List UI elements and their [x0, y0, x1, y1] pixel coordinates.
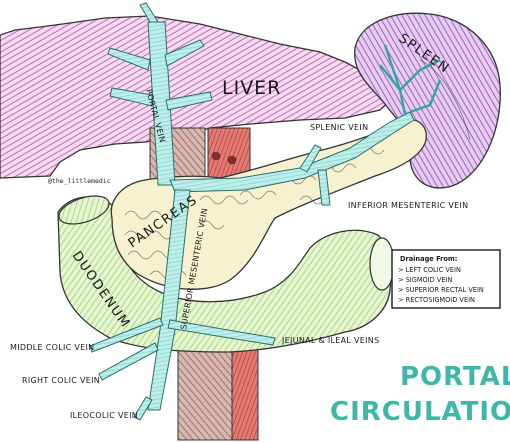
drainage-item: > SIGMOID VEIN — [398, 276, 452, 284]
smv-vein — [147, 189, 191, 411]
spleen-shape — [354, 12, 501, 189]
drainage-item: > RECTOSIGMOID VEIN — [398, 296, 475, 304]
title-line-2: CIRCULATION — [330, 397, 510, 427]
drainage-item: > SUPERIOR RECTAL VEIN — [398, 286, 484, 294]
drainage-heading: Drainage From: — [400, 255, 457, 263]
drainage-box: Drainage From: > LEFT COLIC VEIN > SIGMO… — [391, 249, 501, 309]
jejunum-opening — [369, 237, 395, 291]
ileocolic-label: ILEOCOLIC VEIN — [70, 411, 138, 420]
vein-system — [89, 2, 442, 421]
right-colic-label: RIGHT COLIC VEIN — [22, 376, 100, 385]
ivc-lower — [177, 344, 234, 441]
drainage-item: > LEFT COLIC VEIN — [398, 266, 461, 274]
title-line-1: PORTAL — [400, 362, 510, 392]
imv-vein — [317, 169, 331, 206]
imv-label: INFERIOR MESENTERIC VEIN — [348, 201, 468, 210]
duodenum-opening — [58, 195, 110, 225]
liver-label: LIVER — [222, 77, 281, 99]
credit-label: @the_littlemedic — [48, 177, 111, 185]
jejunal-label: JEJUNAL & ILEAL VEINS — [281, 336, 379, 345]
splenic-vein-label: SPLENIC VEIN — [310, 123, 368, 132]
middle-colic-label: MIDDLE COLIC VEIN — [10, 343, 94, 352]
aorta-lower — [231, 339, 259, 441]
pancreas-shape — [110, 119, 427, 290]
